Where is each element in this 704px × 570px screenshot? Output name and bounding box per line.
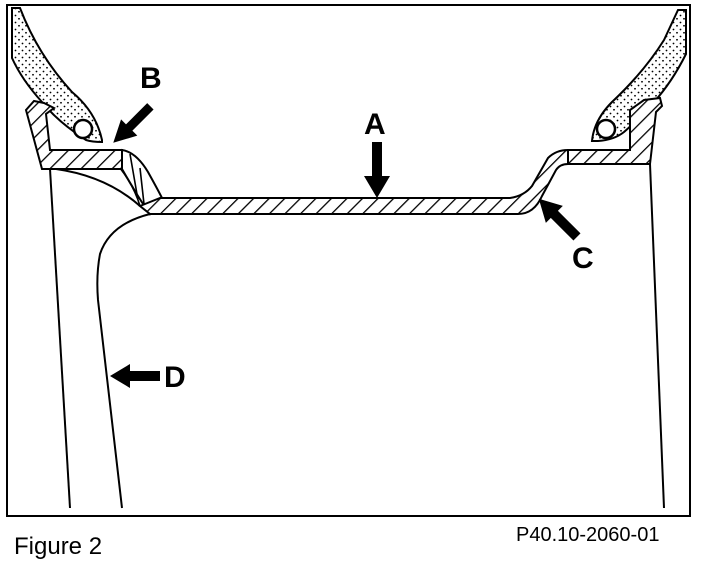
left-bead-wire [72, 118, 94, 140]
right-tire-sidewall [590, 9, 687, 142]
wheel-disc-outer-line [49, 168, 71, 509]
left-rim-flange [24, 99, 123, 170]
callout-c-label: C [572, 242, 594, 275]
callout-a-arrow [364, 142, 390, 198]
right-rim-flange [567, 96, 664, 165]
figure-reference-code: P40.10-2060-01 [516, 524, 660, 546]
right-wheel-edge [649, 163, 665, 509]
callout-d-label: D [164, 361, 186, 394]
rim-drop-center [138, 148, 569, 215]
figure-caption: Figure 2 [14, 533, 103, 560]
left-rim-shoulder-detail [119, 153, 145, 207]
callout-a-label: A [364, 108, 386, 141]
callout-b-arrow [113, 103, 154, 143]
wheel-disc-inner-line [96, 213, 151, 509]
callout-c-arrow [538, 198, 581, 241]
right-bead-wire [595, 118, 617, 140]
callout-b-label: B [140, 62, 162, 95]
left-tire-sidewall [11, 7, 103, 144]
figure-border [6, 4, 691, 517]
wheel-disc-curve [55, 168, 141, 207]
callout-d-arrow [110, 364, 160, 388]
